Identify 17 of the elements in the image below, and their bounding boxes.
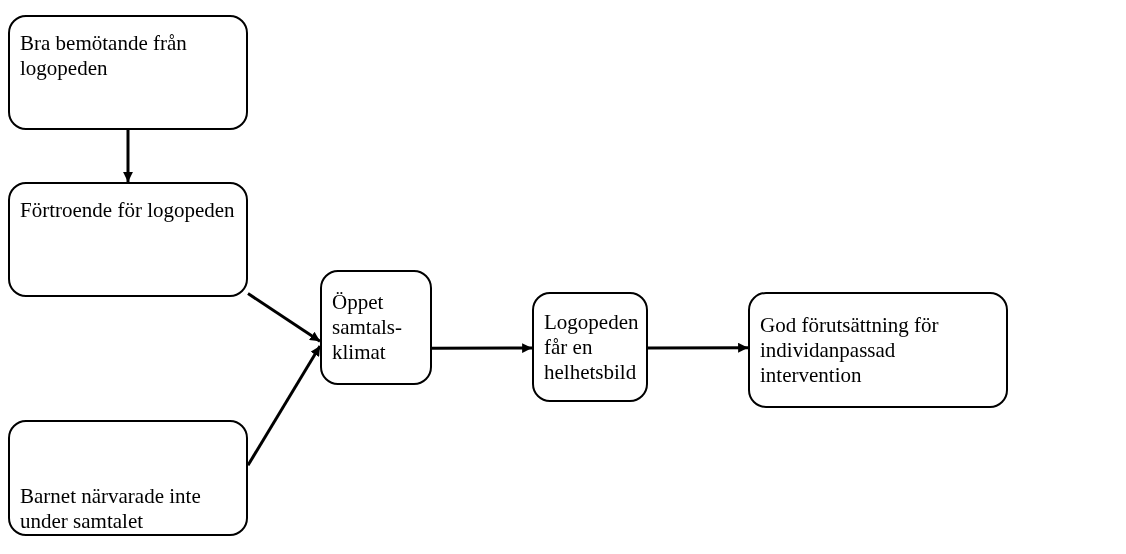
process-box <box>8 182 248 297</box>
process-box <box>532 292 648 402</box>
process-box <box>8 420 248 536</box>
arrow <box>246 345 322 466</box>
arrow <box>648 342 748 353</box>
arrow <box>123 130 133 182</box>
process-box <box>748 292 1008 408</box>
box-text: Barnet närvarade inte under samtalet <box>20 484 202 534</box>
box-text: Logopeden får en helhetsbild <box>544 309 636 385</box>
arrow <box>432 343 532 354</box>
box-text: Förtroende för logopeden <box>20 198 236 223</box>
process-box <box>320 270 432 385</box>
box-text: Bra bemötande från logopeden <box>20 31 188 81</box>
process-box <box>8 15 248 130</box>
box-text: God förutsättning för individanpassad intervention <box>760 312 940 388</box>
box-text: Öppet samtals- klimat <box>332 290 403 365</box>
arrow <box>247 292 321 343</box>
